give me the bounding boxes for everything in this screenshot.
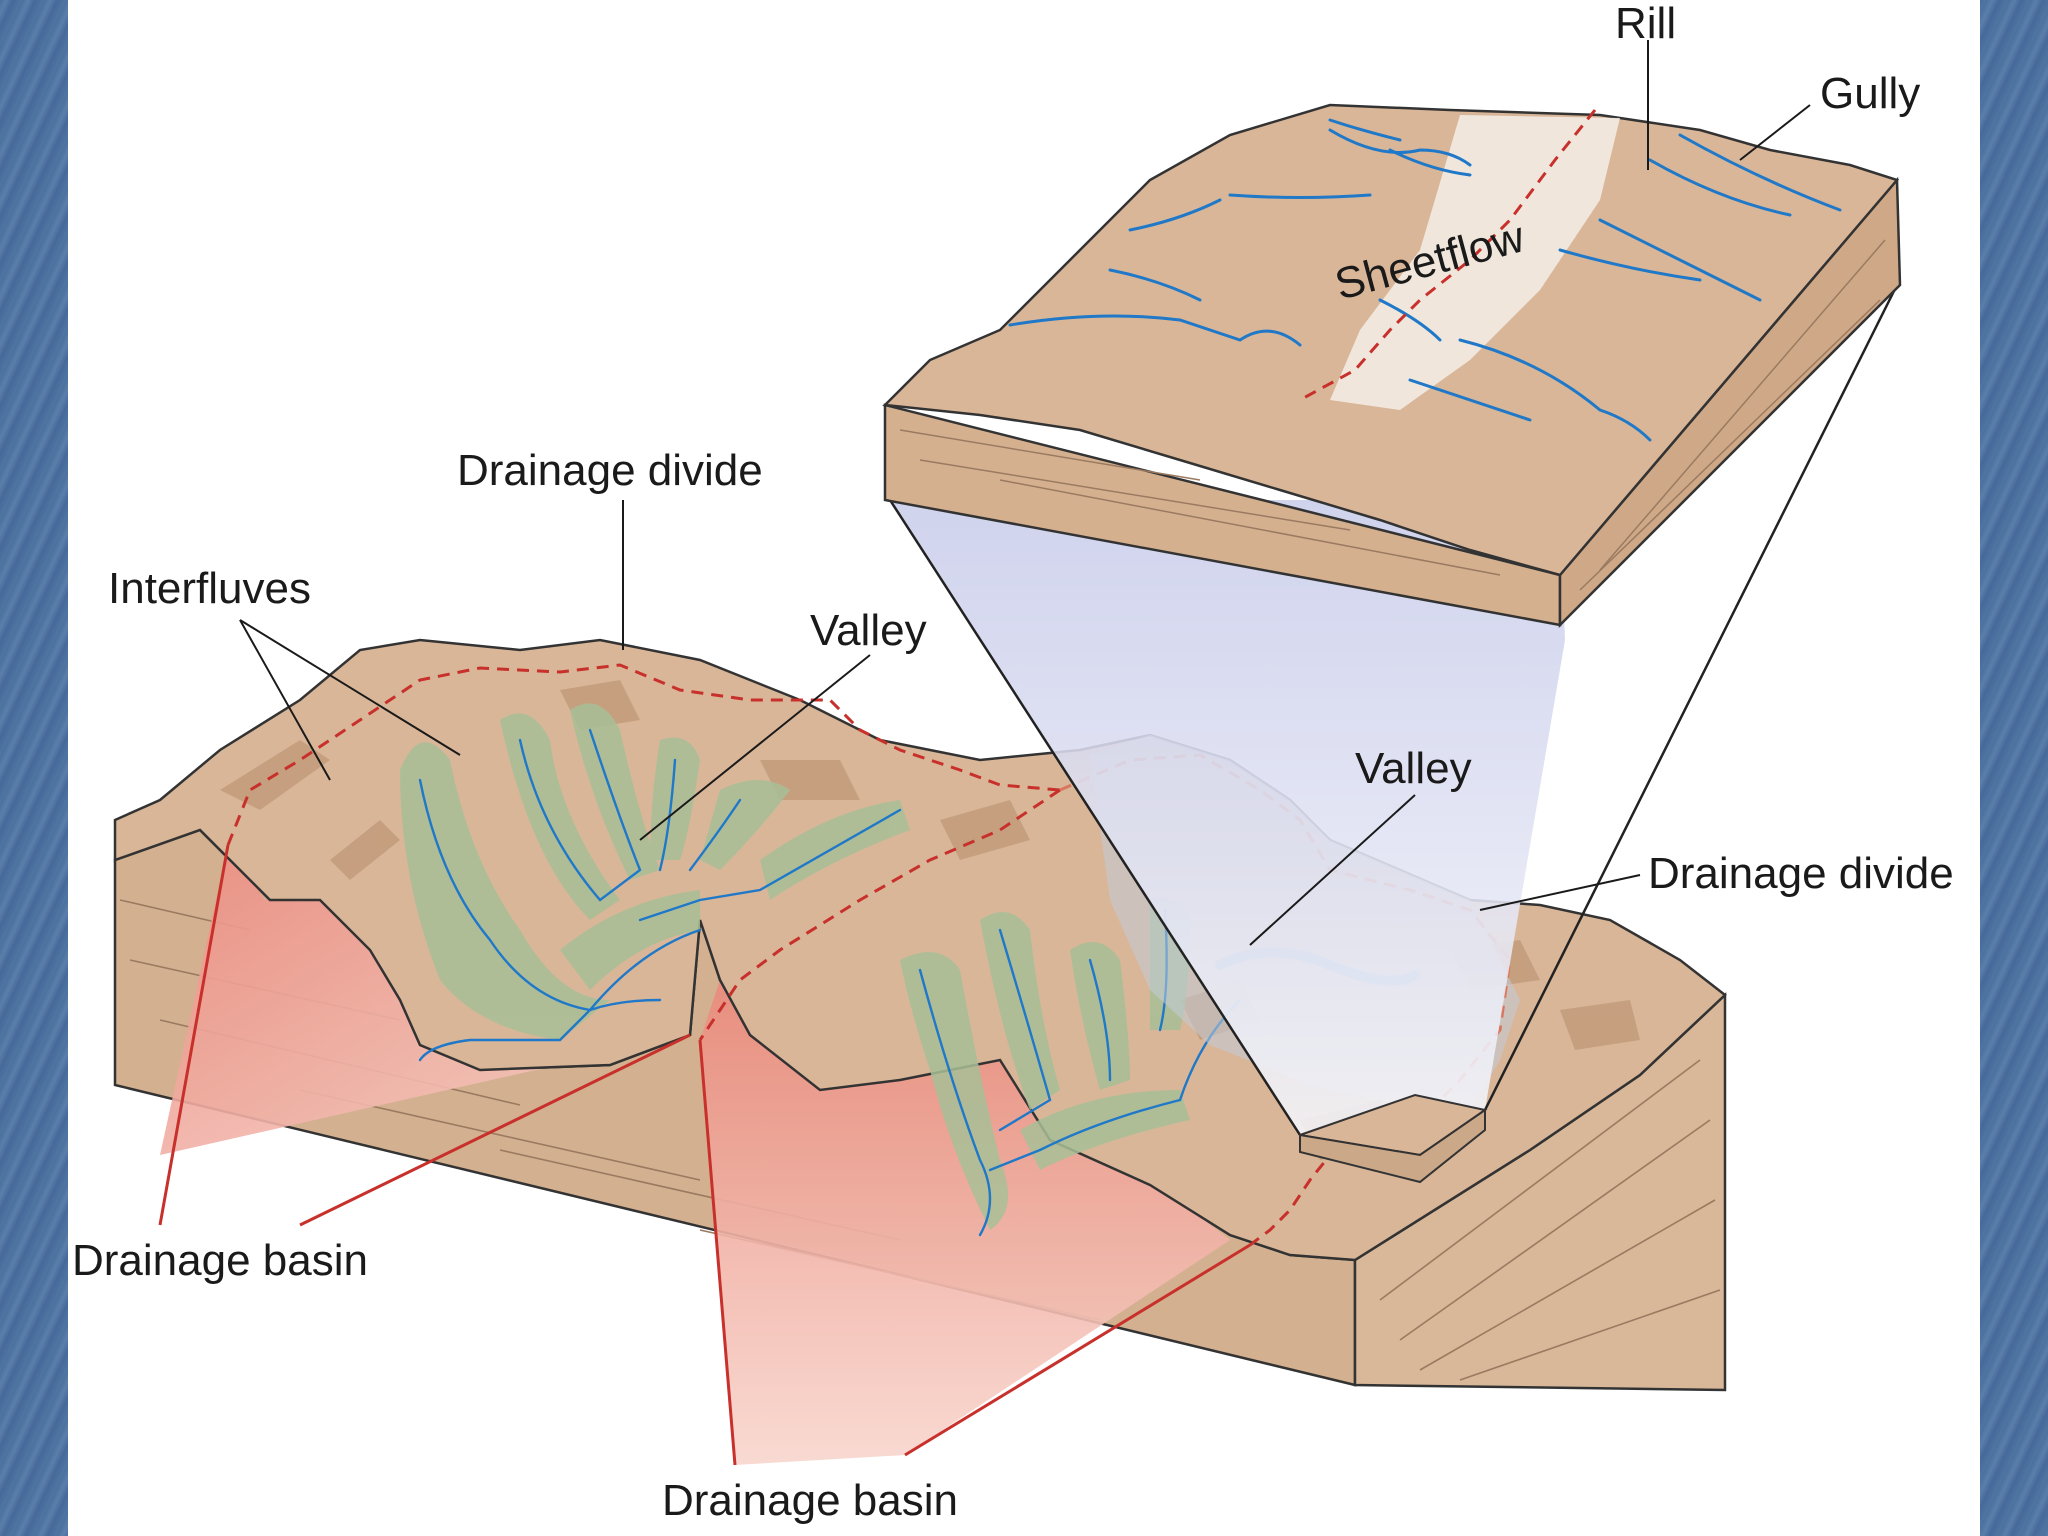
inset-sheetflow-area bbox=[1330, 115, 1620, 410]
drainage-basin-left-highlight bbox=[160, 845, 690, 1155]
label-drainage-basin-bottom: Drainage basin bbox=[662, 1476, 958, 1525]
valley-fill-left bbox=[400, 703, 910, 1040]
basin-leader-lines bbox=[158, 844, 1251, 1466]
leader-lines bbox=[239, 40, 1811, 946]
zoom-cone-left-edge bbox=[888, 499, 1302, 1136]
label-drainage-basin-left: Drainage basin bbox=[72, 1236, 368, 1285]
label-valley-right: Valley bbox=[1355, 744, 1472, 793]
label-rill: Rill bbox=[1615, 0, 1676, 48]
inset-drainage-divide bbox=[1299, 109, 1597, 402]
inset-strata bbox=[899, 239, 1886, 591]
label-interfluves: Interfluves bbox=[108, 564, 311, 613]
label-drainage-divide-top: Drainage divide bbox=[457, 446, 763, 495]
label-drainage-divide-right: Drainage divide bbox=[1648, 849, 1954, 898]
drainage-basin-bottom-highlight bbox=[700, 980, 1230, 1465]
label-valley-left: Valley bbox=[810, 606, 927, 655]
inset-streams bbox=[1008, 118, 1842, 442]
zoom-cone bbox=[890, 500, 1565, 1135]
label-gully: Gully bbox=[1820, 69, 1920, 118]
zoom-cone-right-edge bbox=[1483, 284, 1899, 1111]
sample-block-side bbox=[1299, 1108, 1486, 1184]
